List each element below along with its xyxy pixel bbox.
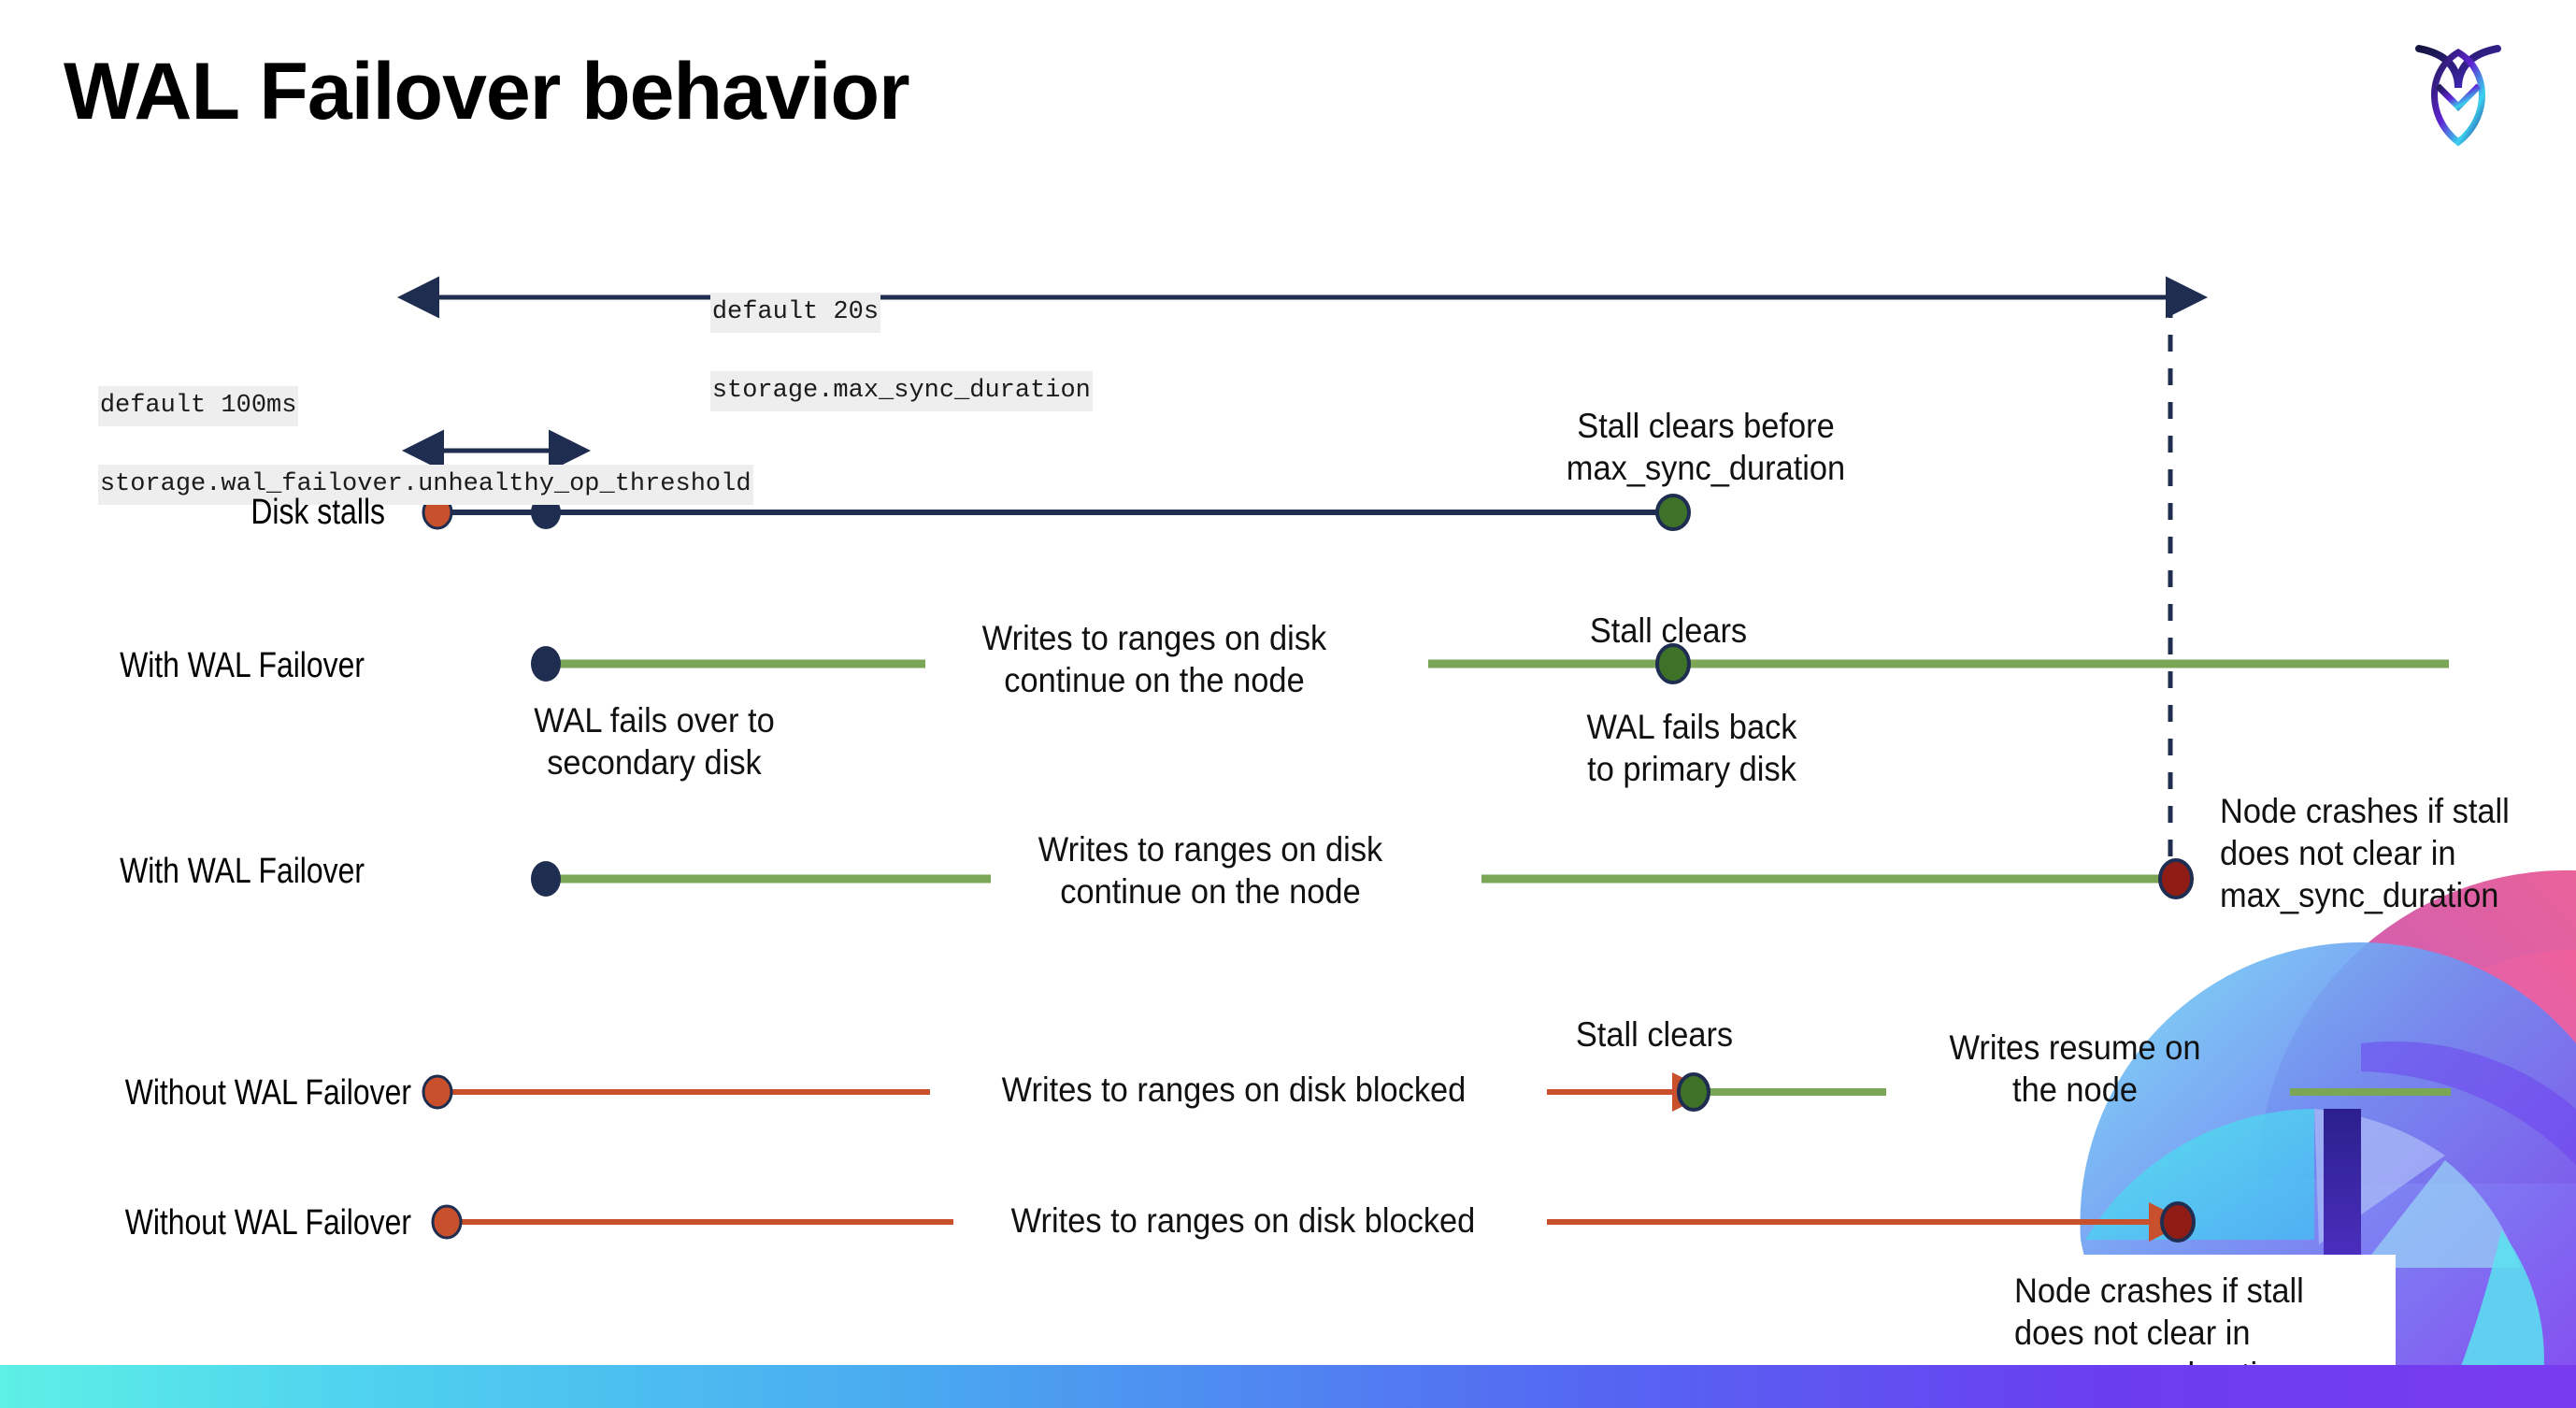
row-label-without-wal-failover-1: Without WAL Failover xyxy=(124,1073,411,1113)
page-title: WAL Failover behavior xyxy=(64,47,910,136)
unhealthy-op-threshold-annotation: default 100ms storage.wal_failover.unhea… xyxy=(37,348,753,543)
cockroachdb-logo-icon xyxy=(2402,32,2514,153)
max-sync-duration-annotation: default 20s storage.max_sync_duration xyxy=(650,254,1093,450)
row-label-without-wal-failover-2: Without WAL Failover xyxy=(124,1203,411,1243)
unhealthy-op-default-label: default 100ms xyxy=(97,386,299,427)
unhealthy-op-setting-label: storage.wal_failover.unhealthy_op_thresh… xyxy=(97,465,753,506)
callout-writes-blocked-1: Writes to ranges on disk blocked xyxy=(1001,1070,1467,1109)
callout-writes-continue-2: Writes to ranges on disk continue on the… xyxy=(1038,830,1383,912)
max-sync-default-label: default 20s xyxy=(709,293,881,334)
callout-stall-clears-before: Stall clears before max_sync_duration xyxy=(1566,407,1846,488)
bottom-gradient-bar xyxy=(0,1365,2576,1408)
max-sync-setting-label: storage.max_sync_duration xyxy=(709,371,1093,412)
row-label-disk-stalls: Disk stalls xyxy=(250,493,385,532)
callout-writes-blocked-2: Writes to ranges on disk blocked xyxy=(1010,1201,1476,1240)
callout-writes-continue-1: Writes to ranges on disk continue on the… xyxy=(981,619,1327,700)
callout-wal-fails-over: WAL fails over to secondary disk xyxy=(534,701,775,783)
callout-writes-resume: Writes resume on the node xyxy=(1949,1028,2201,1110)
callout-stall-clears-2: Stall clears xyxy=(1575,1015,1734,1054)
row-label-with-wal-failover-2: With WAL Failover xyxy=(120,852,365,891)
row-label-with-wal-failover-1: With WAL Failover xyxy=(120,646,365,685)
callout-node-crashes-1: Node crashes if stall does not clear in … xyxy=(2220,792,2510,915)
callout-wal-fails-back: WAL fails back to primary disk xyxy=(1586,708,1797,789)
callout-stall-clears-1: Stall clears xyxy=(1589,611,1748,650)
